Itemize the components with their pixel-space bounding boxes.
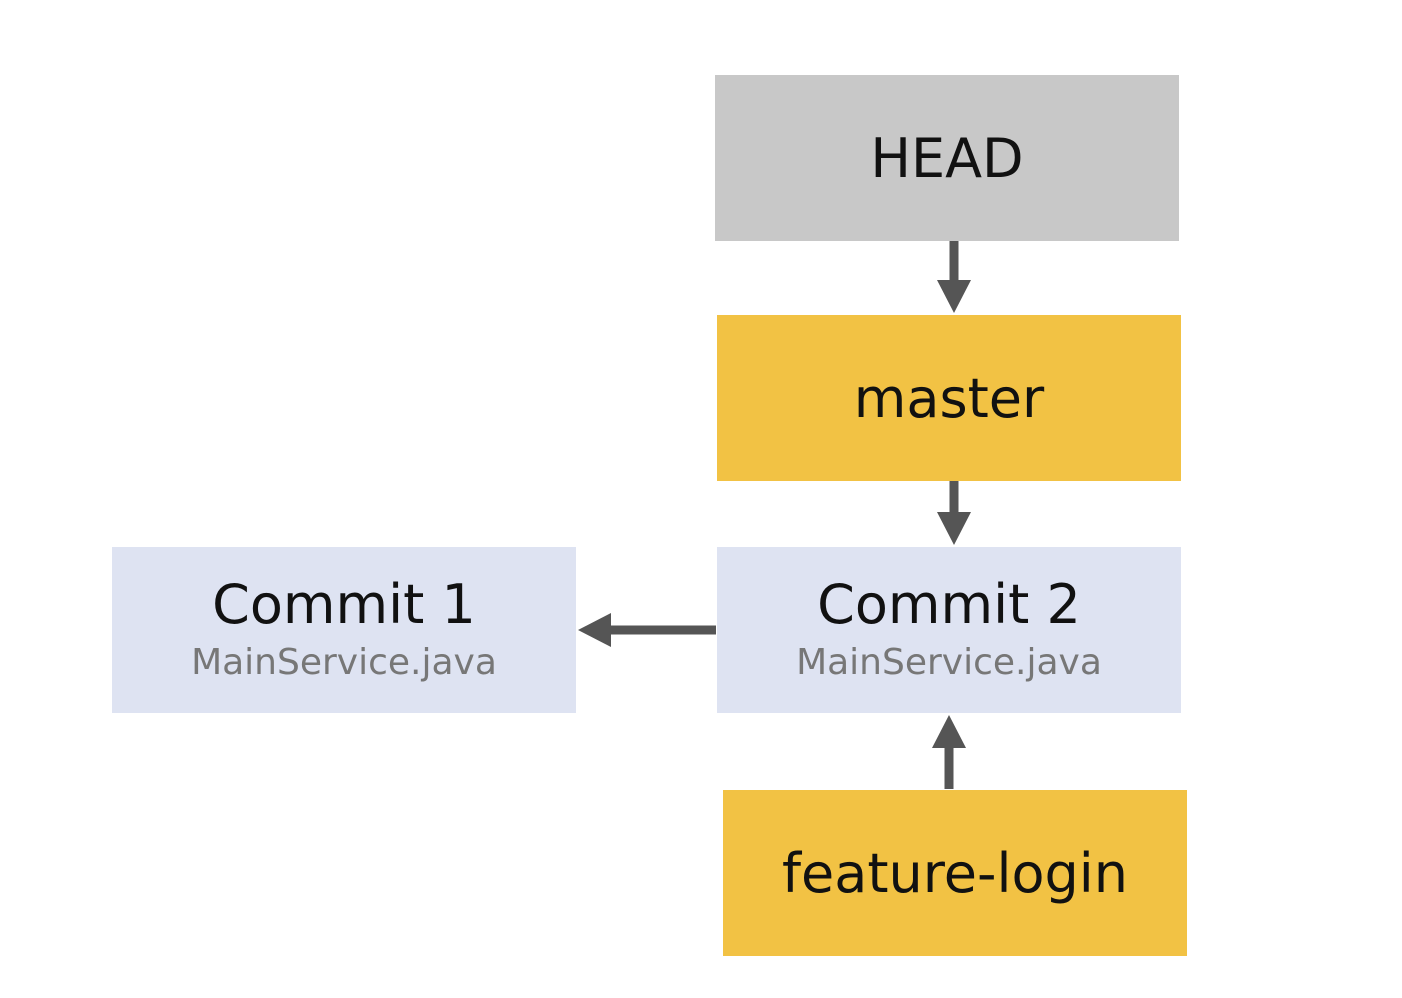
- commit-2-box: Commit 2 MainService.java: [717, 547, 1181, 713]
- arrow-commit-2-to-commit-1: [578, 613, 716, 647]
- commit-2-title: Commit 2: [817, 573, 1081, 636]
- commit-2-file: MainService.java: [796, 642, 1102, 683]
- commit-1-title: Commit 1: [212, 573, 476, 636]
- feature-login-branch-box: feature-login: [723, 790, 1187, 956]
- arrow-feature-login-to-commit-2: [932, 715, 966, 789]
- head-label: HEAD: [870, 126, 1024, 190]
- commit-1-box: Commit 1 MainService.java: [112, 547, 576, 713]
- feature-login-branch-label: feature-login: [782, 841, 1128, 905]
- commit-1-file: MainService.java: [191, 642, 497, 683]
- head-pointer-box: HEAD: [715, 75, 1179, 241]
- arrow-master-to-commit-2: [937, 481, 971, 545]
- master-branch-label: master: [853, 366, 1045, 430]
- master-branch-box: master: [717, 315, 1181, 481]
- arrow-head-to-master: [937, 241, 971, 313]
